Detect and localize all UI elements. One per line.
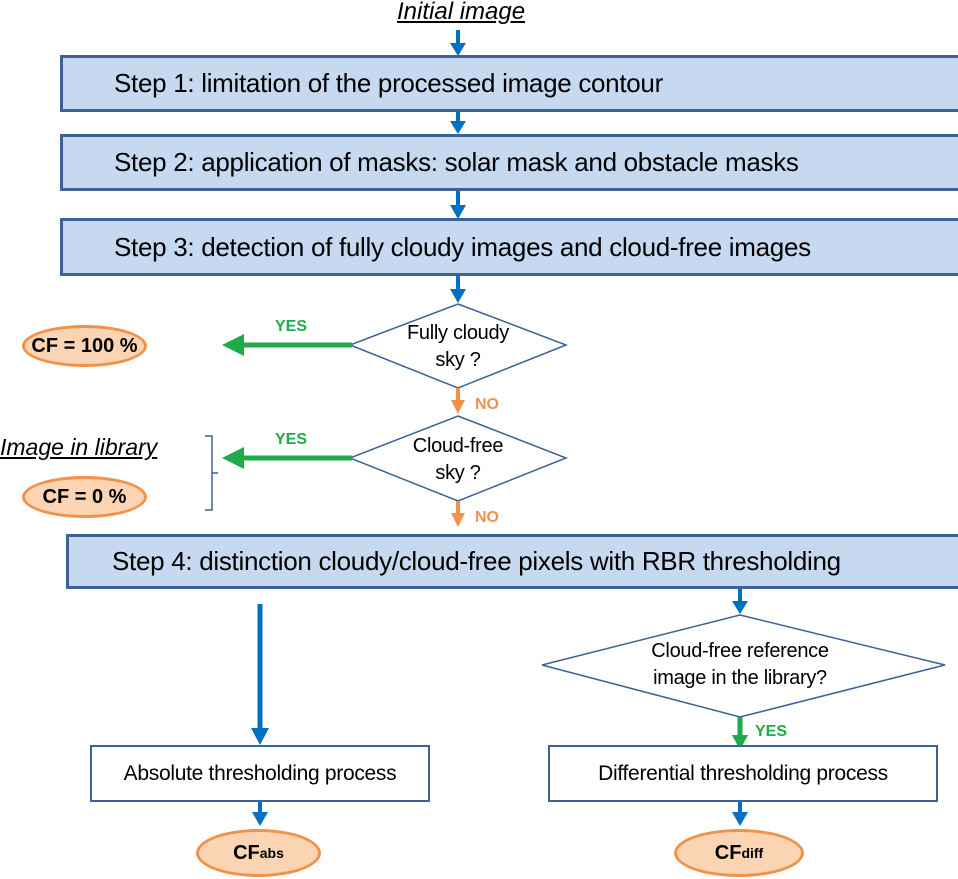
step-1-label: Step 1: limitation of the processed imag… (114, 68, 663, 98)
step-3-box: Step 3: detection of fully cloudy images… (60, 218, 958, 276)
yes-label-3: YES (755, 723, 788, 740)
yes-label-1: YES (275, 318, 308, 335)
absolute-thresholding-box: Absolute thresholding process (90, 745, 430, 802)
yes-arrow-1 (222, 334, 352, 356)
arrow-initial-to-step1 (450, 30, 466, 56)
arrow-absolute-to-cfabs (252, 800, 268, 826)
decision-1-text: Fully cloudy sky ? (407, 322, 509, 371)
step-2-label: Step 2: application of masks: solar mask… (114, 147, 799, 177)
arrow-differential-to-cfdiff (732, 800, 748, 826)
library-bracket (205, 435, 218, 511)
decision-3-text: Cloud-free reference image in the librar… (651, 640, 829, 689)
image-in-library-label: Image in library (0, 434, 158, 460)
yes-arrow-3 (732, 717, 748, 750)
arrow-step2-to-step3 (450, 190, 466, 219)
arrow-step3-to-decision1 (450, 275, 466, 303)
decision-2-text: Cloud-free sky ? (412, 435, 504, 484)
yes-arrow-2 (222, 447, 352, 469)
yes-label-2: YES (275, 431, 308, 448)
initial-image-label: Initial image (397, 0, 526, 25)
no-label-1: NO (475, 396, 499, 413)
arrow-step4-to-absolute (251, 604, 269, 745)
step-4-label: Step 4: distinction cloudy/cloud-free pi… (112, 546, 841, 576)
differential-thresholding-box: Differential thresholding process (548, 745, 938, 802)
no-arrow-1 (451, 388, 465, 414)
no-label-2: NO (475, 509, 499, 526)
step-1-box: Step 1: limitation of the processed imag… (60, 55, 958, 112)
step-3-label: Step 3: detection of fully cloudy images… (114, 231, 811, 262)
step-4-box: Step 4: distinction cloudy/cloud-free pi… (66, 534, 958, 589)
step-2-box: Step 2: application of masks: solar mask… (60, 134, 958, 191)
no-arrow-2 (451, 501, 465, 527)
cf-0-oval: CF = 0 % (22, 476, 147, 518)
arrow-step4-to-decision3 (732, 586, 748, 614)
cf-100-oval: CF = 100 % (22, 325, 147, 367)
